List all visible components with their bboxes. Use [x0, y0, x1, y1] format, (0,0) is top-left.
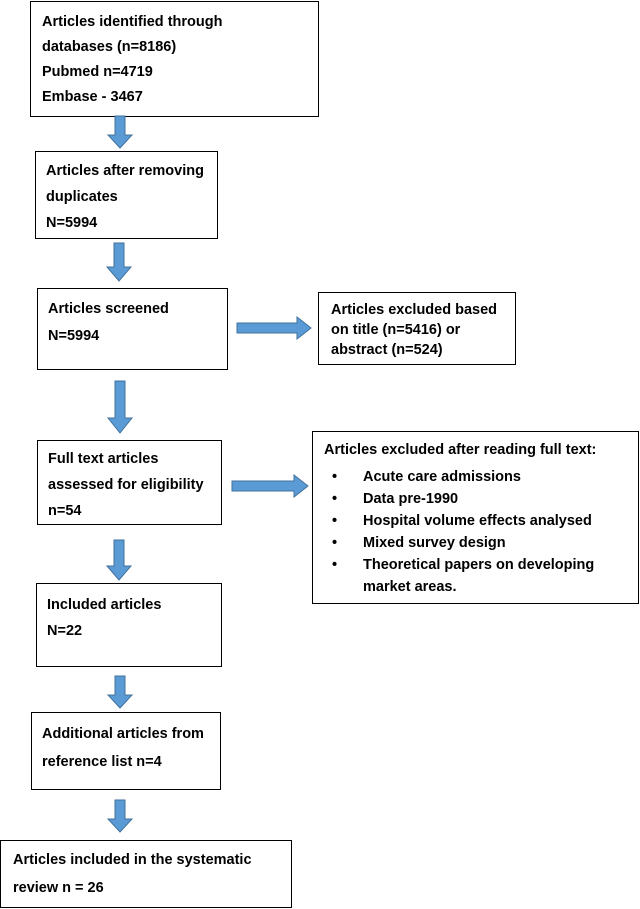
- excluded-screen-line-1: Articles excluded based: [331, 302, 498, 318]
- identified-box: Articles identified through databases (n…: [30, 1, 319, 117]
- screened-box: Articles screened N=5994: [37, 288, 228, 370]
- identified-line-3: Pubmed n=4719: [42, 64, 153, 80]
- fulltext-line-3: n=54: [48, 503, 82, 519]
- final-line-1: Articles included in the systematic: [13, 852, 252, 868]
- arrow-down-1: [106, 115, 134, 149]
- arrow-down-4: [105, 539, 133, 581]
- screened-line-2: N=5994: [48, 328, 100, 344]
- exclusion-reason-1: Acute care admissions: [363, 469, 521, 485]
- identified-line-4: Embase - 3467: [42, 89, 143, 105]
- exclusion-reason-2: Data pre-1990: [363, 491, 459, 507]
- final-box: Articles included in the systematic revi…: [0, 840, 292, 908]
- deduplicated-line-2: duplicates: [46, 189, 118, 205]
- arrow-down-5: [106, 675, 134, 709]
- list-item: • Theoretical papers on developing marke…: [324, 554, 638, 598]
- deduplicated-box: Articles after removing duplicates N=599…: [35, 151, 218, 239]
- arrow-down-6: [106, 799, 134, 833]
- additional-line-2: reference list n=4: [42, 754, 162, 770]
- bullet-icon: •: [332, 557, 338, 573]
- exclusion-reason-list: • Acute care admissions • Data pre-1990 …: [324, 466, 638, 598]
- arrow-right-1: [236, 316, 312, 340]
- exclusion-reason-5-line-2: market areas.: [363, 579, 457, 595]
- bullet-icon: •: [332, 535, 338, 551]
- excluded-fulltext-title: Articles excluded after reading full tex…: [324, 442, 597, 458]
- additional-line-1: Additional articles from: [42, 726, 204, 742]
- identified-line-1: Articles identified through: [42, 14, 223, 30]
- final-line-2: review n = 26: [13, 880, 104, 896]
- additional-box: Additional articles from reference list …: [31, 712, 221, 790]
- excluded-fulltext-box: Articles excluded after reading full tex…: [312, 431, 639, 604]
- fulltext-line-2: assessed for eligibility: [48, 477, 204, 493]
- list-item: • Acute care admissions: [324, 466, 638, 488]
- bullet-icon: •: [332, 513, 338, 529]
- fulltext-line-1: Full text articles: [48, 451, 159, 467]
- arrow-down-3: [106, 380, 134, 434]
- identified-line-2: databases (n=8186): [42, 39, 177, 55]
- exclusion-reason-3: Hospital volume effects analysed: [363, 513, 592, 529]
- excluded-screen-box: Articles excluded based on title (n=5416…: [318, 292, 516, 365]
- included-line-2: N=22: [47, 623, 83, 639]
- list-item: • Data pre-1990: [324, 488, 638, 510]
- list-item: • Mixed survey design: [324, 532, 638, 554]
- arrow-down-2: [105, 242, 133, 282]
- bullet-icon: •: [332, 469, 338, 485]
- deduplicated-line-1: Articles after removing: [46, 163, 204, 179]
- list-item: • Hospital volume effects analysed: [324, 510, 638, 532]
- arrow-right-2: [231, 474, 309, 498]
- excluded-screen-line-2: on title (n=5416) or: [331, 322, 461, 338]
- excluded-screen-line-3: abstract (n=524): [331, 342, 443, 358]
- deduplicated-line-3: N=5994: [46, 215, 98, 231]
- exclusion-reason-5-line-1: Theoretical papers on developing: [363, 557, 595, 573]
- bullet-icon: •: [332, 491, 338, 507]
- fulltext-box: Full text articles assessed for eligibil…: [37, 440, 222, 525]
- included-box: Included articles N=22: [36, 583, 222, 667]
- included-line-1: Included articles: [47, 597, 162, 613]
- exclusion-reason-4: Mixed survey design: [363, 535, 506, 551]
- screened-line-1: Articles screened: [48, 301, 169, 317]
